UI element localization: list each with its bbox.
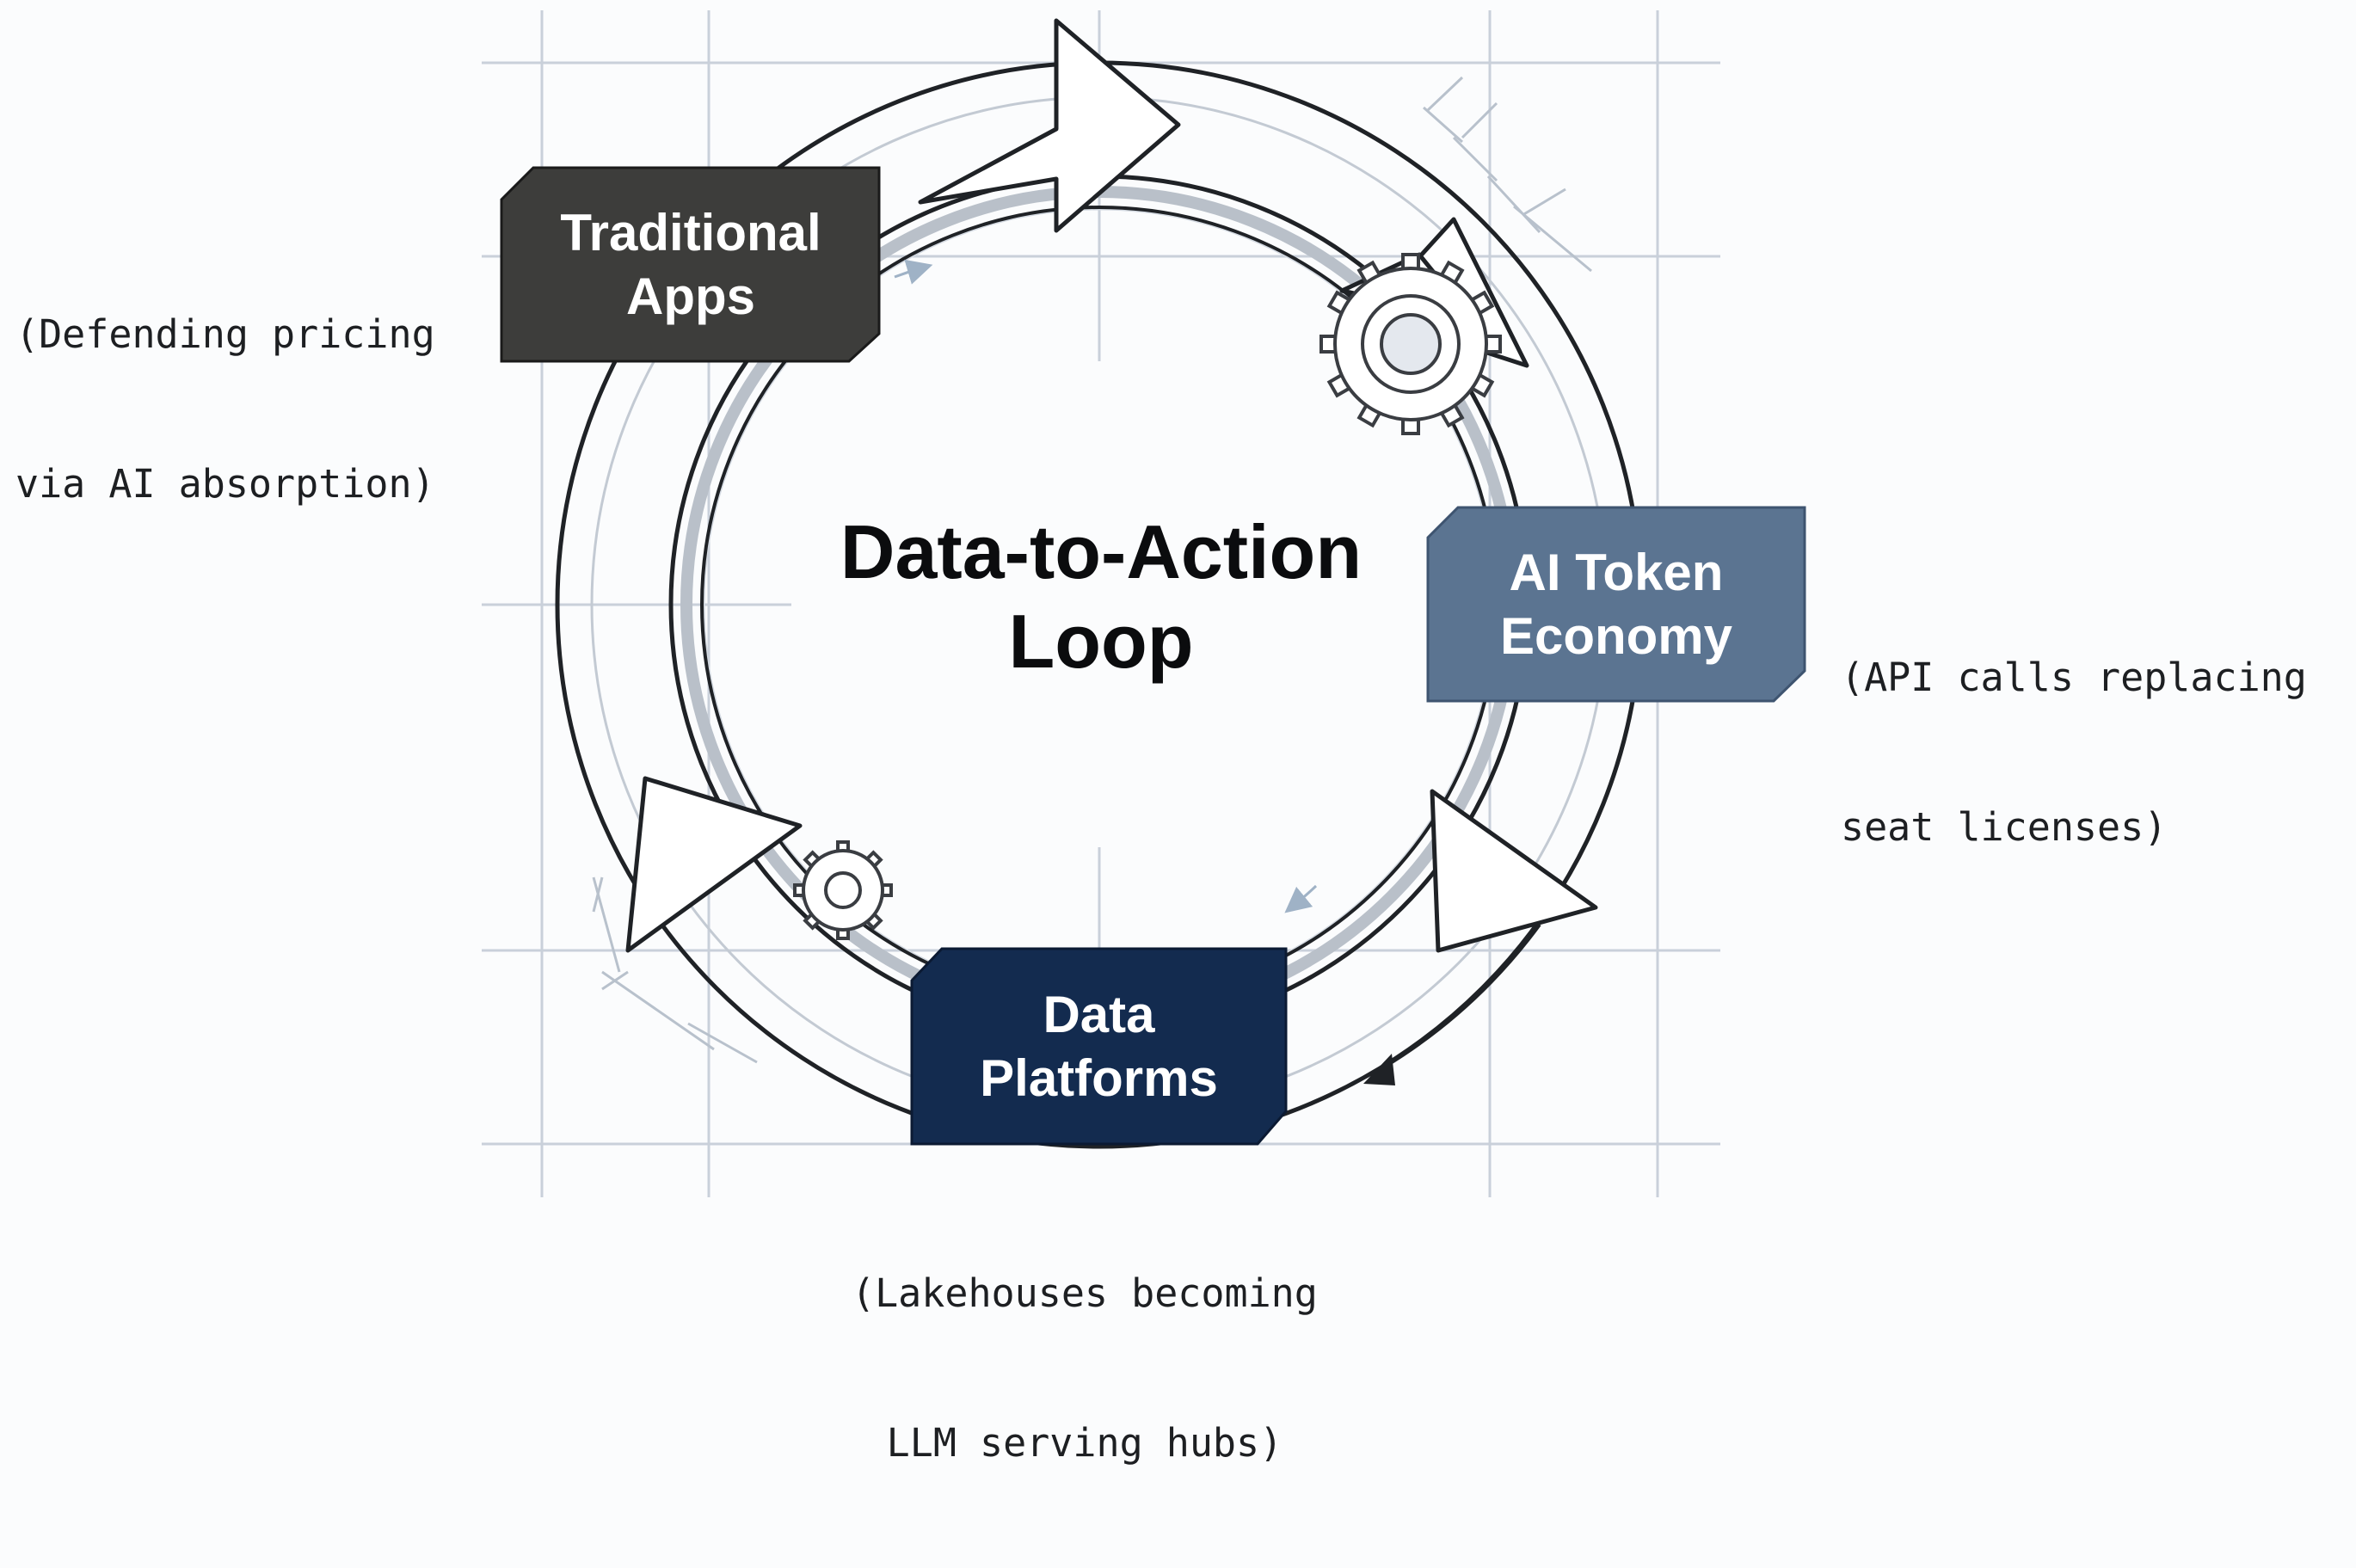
node-ai-token-economy: AI Token Economy bbox=[1428, 507, 1805, 701]
node-plate-traditional-apps bbox=[500, 166, 881, 363]
note-line: (API calls replacing bbox=[1841, 655, 2307, 700]
node-label-line: Platforms bbox=[980, 1048, 1218, 1107]
node-label-line: AI Token bbox=[1509, 543, 1724, 601]
blueprint-segment-top-right bbox=[1423, 76, 1592, 273]
cycle-arrow-top bbox=[918, 18, 1181, 233]
guide-arrows bbox=[894, 259, 1318, 913]
diagram-title-line2: Loop bbox=[1008, 599, 1194, 684]
note-line: (Defending pricing bbox=[15, 311, 435, 357]
note-line: via AI absorption) bbox=[15, 461, 435, 507]
note-traditional-apps: (Defending pricing via AI absorption) bbox=[15, 210, 435, 609]
node-label-line: Apps bbox=[626, 267, 755, 325]
node-label-line: Data bbox=[1043, 985, 1155, 1043]
flow-arrow-dark bbox=[1363, 923, 1541, 1085]
node-data-platforms: Data Platforms bbox=[912, 949, 1286, 1144]
blueprint-segment-bottom-left bbox=[592, 876, 758, 1064]
cycle-diagram bbox=[482, 10, 1806, 1197]
note-data-platforms: (Lakehouses becoming LLM serving hubs) bbox=[852, 1169, 1318, 1568]
gear-icon bbox=[793, 840, 893, 940]
cycle-arrow-left bbox=[625, 776, 803, 953]
node-label-line: Economy bbox=[1499, 606, 1733, 665]
node-traditional-apps: Traditional Apps bbox=[501, 168, 880, 361]
gear-icon bbox=[1319, 253, 1502, 435]
cycle-arrow-bottom-right bbox=[1430, 789, 1598, 953]
node-plate-ai-token-economy bbox=[1426, 506, 1806, 703]
note-ai-token-economy: (API calls replacing seat licenses) bbox=[1841, 553, 2307, 952]
node-label-line: Traditional bbox=[560, 203, 821, 261]
diagram-canvas: Data-to-Action Loop Traditional Apps AI … bbox=[15, 10, 2307, 1466]
node-plate-data-platforms bbox=[910, 947, 1288, 1146]
note-line: LLM serving hubs) bbox=[886, 1420, 1283, 1466]
diagram-title-line1: Data-to-Action bbox=[840, 509, 1363, 594]
note-line: seat licenses) bbox=[1841, 804, 2168, 850]
note-line: (Lakehouses becoming bbox=[852, 1270, 1318, 1316]
diagram-title: Data-to-Action Loop bbox=[748, 507, 1454, 686]
